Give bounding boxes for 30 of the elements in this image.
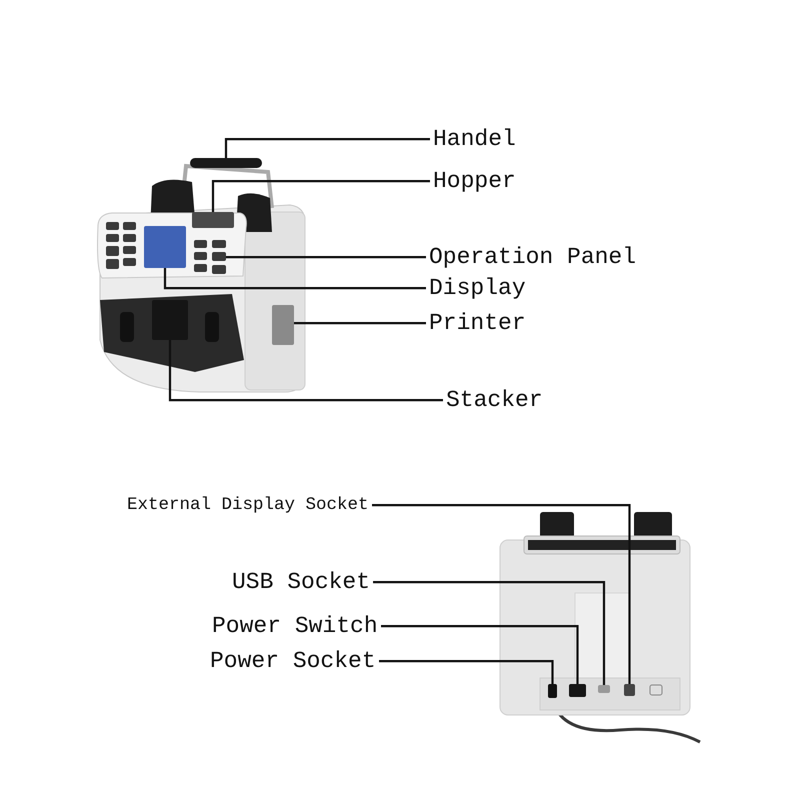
leader-line bbox=[168, 340, 443, 402]
part-label: Power Socket bbox=[210, 648, 376, 674]
control-button bbox=[212, 252, 226, 261]
handle-grip bbox=[190, 158, 262, 168]
display-screen bbox=[144, 226, 186, 268]
part-label: USB Socket bbox=[232, 570, 370, 595]
part-label: Printer bbox=[429, 310, 526, 336]
part-label: Display bbox=[429, 276, 526, 301]
hopper-slot bbox=[192, 212, 234, 228]
part-label: Stacker bbox=[446, 388, 543, 413]
leader-line bbox=[212, 180, 430, 212]
leader-line bbox=[294, 322, 426, 324]
part-label: External Display Socket bbox=[127, 496, 369, 515]
leader-line bbox=[378, 660, 554, 684]
leader-line bbox=[164, 268, 426, 290]
power-socket bbox=[548, 684, 557, 698]
part-label: Handel bbox=[433, 126, 516, 152]
leader-line bbox=[380, 625, 579, 684]
leader-line bbox=[373, 581, 606, 685]
leader-line bbox=[224, 138, 430, 158]
usb-port bbox=[598, 685, 610, 693]
printer-slot bbox=[272, 305, 294, 345]
part-label: Hopper bbox=[433, 168, 516, 194]
leader-line bbox=[372, 504, 631, 684]
stacker-tray bbox=[152, 300, 188, 340]
power-switch bbox=[569, 684, 586, 697]
part-label: Operation Panel bbox=[429, 244, 636, 270]
part-label: Power Switch bbox=[212, 614, 378, 639]
network-port bbox=[624, 684, 635, 696]
leader-line bbox=[226, 256, 426, 258]
